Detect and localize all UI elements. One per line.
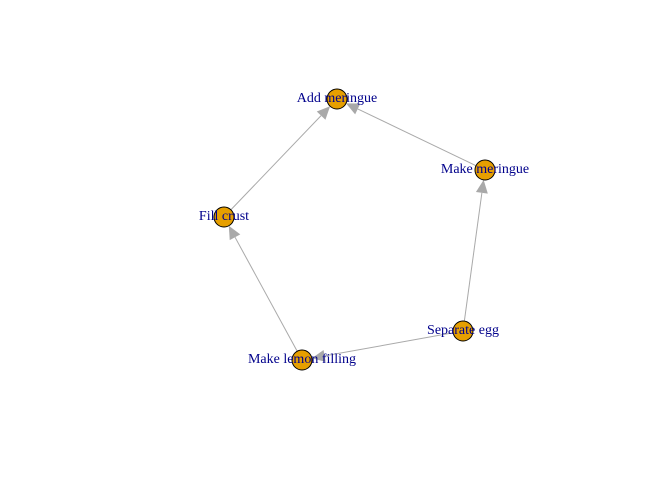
arrowhead-separate-egg-to-make-meringue	[475, 179, 488, 194]
arrowhead-make-lemon-filling-to-fill-crust	[228, 225, 241, 241]
node-label-separate-egg: Separate egg	[427, 323, 499, 338]
edge-separate-egg-to-make-lemon-filling	[324, 332, 454, 357]
edge-fill-crust-to-add-meringue	[230, 115, 322, 211]
edge-make-meringue-to-add-meringue	[357, 108, 477, 167]
node-add-meringue	[326, 88, 348, 110]
nodes-layer	[213, 88, 496, 371]
node-fill-crust	[213, 206, 235, 228]
node-make-meringue	[474, 159, 496, 181]
edges-layer	[228, 103, 488, 362]
node-label-add-meringue: Add meringue	[297, 91, 377, 106]
arrowhead-make-meringue-to-add-meringue	[346, 103, 361, 115]
edge-make-lemon-filling-to-fill-crust	[234, 236, 298, 352]
arrowhead-fill-crust-to-add-meringue	[316, 106, 331, 120]
arrowhead-separate-egg-to-make-lemon-filling	[311, 350, 326, 362]
edge-separate-egg-to-make-meringue	[463, 192, 483, 322]
node-label-make-lemon-filling: Make lemon filling	[248, 352, 356, 367]
node-separate-egg	[452, 320, 474, 342]
node-make-lemon-filling	[291, 349, 313, 371]
node-label-make-meringue: Make meringue	[441, 162, 529, 177]
node-label-fill-crust: Fill crust	[199, 209, 249, 224]
